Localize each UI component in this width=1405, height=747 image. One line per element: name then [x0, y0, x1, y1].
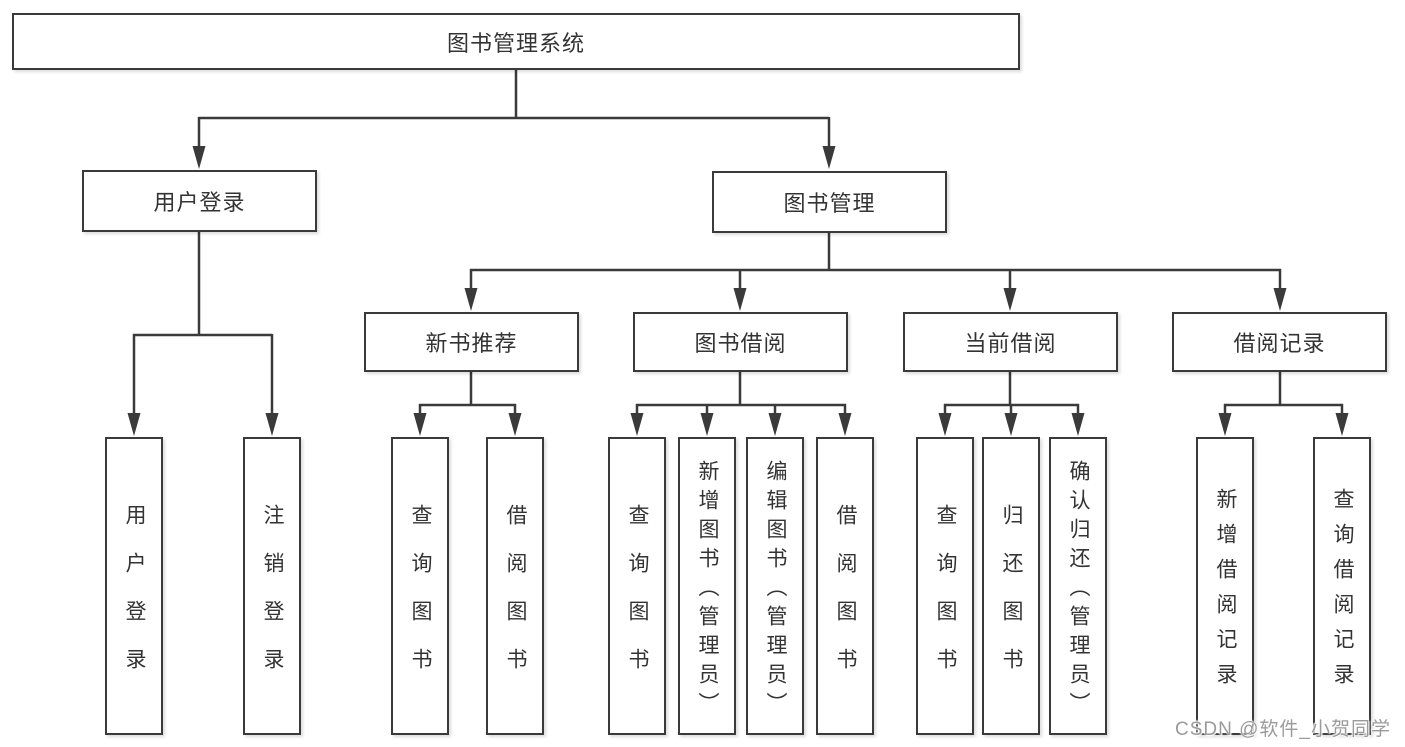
- leaf-borrow-book-label: 借阅图书: [834, 503, 857, 696]
- node-user-login: 用户登录: [82, 170, 317, 232]
- node-current-borrow-label: 当前借阅: [964, 331, 1057, 356]
- leaf-user-login: 用户登录: [105, 437, 163, 735]
- node-borrow-record-label: 借阅记录: [1233, 331, 1326, 356]
- leaf-recommend-borrow-book-label: 借阅图书: [504, 503, 527, 696]
- node-book-management-label: 图书管理: [783, 191, 876, 216]
- node-user-login-label: 用户登录: [153, 190, 246, 215]
- leaf-query-borrow-record-label: 查询借阅记录: [1331, 488, 1354, 698]
- leaf-recommend-borrow-book: 借阅图书: [486, 437, 544, 735]
- leaf-add-borrow-record: 新增借阅记录: [1196, 437, 1254, 735]
- arrowheads: [127, 146, 1349, 436]
- leaf-borrow-query-book-label: 查询图书: [626, 503, 649, 696]
- leaf-borrow-query-book: 查询图书: [608, 437, 666, 735]
- leaf-user-login-label: 用户登录: [123, 503, 146, 696]
- leaf-edit-book-admin-label: 编辑图书（管理员）: [764, 459, 787, 721]
- leaf-logout-label: 注销登录: [261, 503, 284, 696]
- leaf-add-book-admin: 新增图书（管理员）: [678, 437, 736, 735]
- node-book-borrow-label: 图书借阅: [694, 331, 787, 356]
- node-new-book-recommend-label: 新书推荐: [425, 331, 518, 356]
- node-current-borrow: 当前借阅: [903, 312, 1118, 372]
- leaf-add-borrow-record-label: 新增借阅记录: [1214, 488, 1237, 698]
- leaf-borrow-book: 借阅图书: [816, 437, 874, 735]
- node-new-book-recommend: 新书推荐: [364, 312, 579, 372]
- leaf-add-book-admin-label: 新增图书（管理员）: [696, 459, 719, 721]
- node-borrow-record: 借阅记录: [1172, 312, 1387, 372]
- leaf-return-book: 归还图书: [982, 437, 1040, 735]
- leaf-return-book-label: 归还图书: [1000, 503, 1023, 696]
- leaf-current-query-book: 查询图书: [916, 437, 974, 735]
- node-book-management: 图书管理: [712, 171, 947, 233]
- leaf-query-borrow-record: 查询借阅记录: [1313, 437, 1371, 735]
- leaf-confirm-return-admin: 确认归还（管理员）: [1049, 437, 1107, 735]
- node-book-borrow: 图书借阅: [633, 312, 848, 372]
- csdn-watermark: CSDN @软件_小贺同学: [1175, 719, 1391, 740]
- leaf-recommend-query-book-label: 查询图书: [409, 503, 432, 696]
- leaf-current-query-book-label: 查询图书: [934, 503, 957, 696]
- leaf-recommend-query-book: 查询图书: [391, 437, 449, 735]
- leaf-logout: 注销登录: [243, 437, 301, 735]
- leaf-edit-book-admin: 编辑图书（管理员）: [746, 437, 804, 735]
- leaf-confirm-return-admin-label: 确认归还（管理员）: [1067, 459, 1090, 721]
- node-root-label: 图书管理系统: [446, 30, 585, 56]
- node-root: 图书管理系统: [12, 13, 1020, 70]
